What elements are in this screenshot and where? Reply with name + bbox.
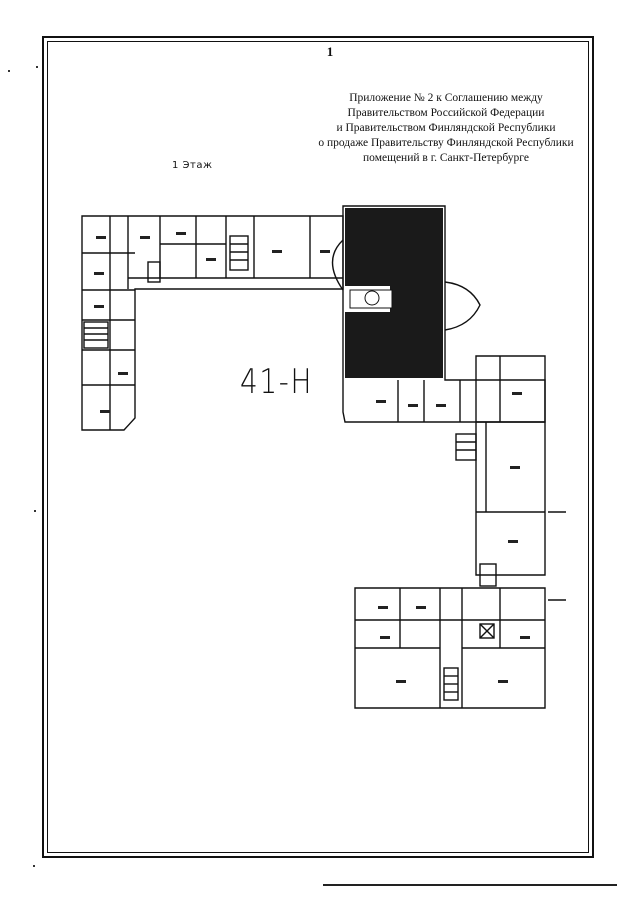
shaded-area bbox=[345, 208, 443, 286]
east-wing-outline bbox=[475, 355, 546, 576]
page-number: 1 bbox=[326, 44, 334, 59]
header-line: Правительством Российской Федерации bbox=[347, 107, 545, 119]
staircase bbox=[229, 235, 249, 271]
staircase bbox=[83, 321, 109, 349]
header-line: и Правительством Финляндской Республики bbox=[336, 122, 556, 134]
document-frame-inner bbox=[47, 41, 589, 853]
elevator bbox=[479, 623, 495, 639]
shaded-premises bbox=[345, 208, 443, 378]
elevator-cross bbox=[479, 623, 495, 639]
appendix-header: Приложение № 2 к Соглашению между Правит… bbox=[300, 91, 592, 166]
staircase bbox=[147, 261, 161, 283]
staircase bbox=[455, 433, 477, 461]
header-line: о продаже Правительству Финляндской Респ… bbox=[318, 137, 574, 149]
shaded-area bbox=[380, 328, 443, 348]
bay-window bbox=[331, 239, 344, 291]
header-line: помещений в г. Санкт-Петербурге bbox=[363, 152, 529, 164]
document-frame-outer bbox=[42, 36, 594, 858]
south-wing-outline bbox=[354, 587, 546, 709]
bay-window bbox=[444, 281, 481, 331]
unit-label: 41-Н bbox=[240, 362, 314, 402]
staircase bbox=[479, 563, 497, 587]
header-line: Приложение № 2 к Соглашению между bbox=[349, 92, 543, 104]
round-feature bbox=[364, 290, 380, 306]
scan-edge-line bbox=[323, 884, 617, 886]
floor-label: 1 Этаж bbox=[172, 160, 213, 171]
